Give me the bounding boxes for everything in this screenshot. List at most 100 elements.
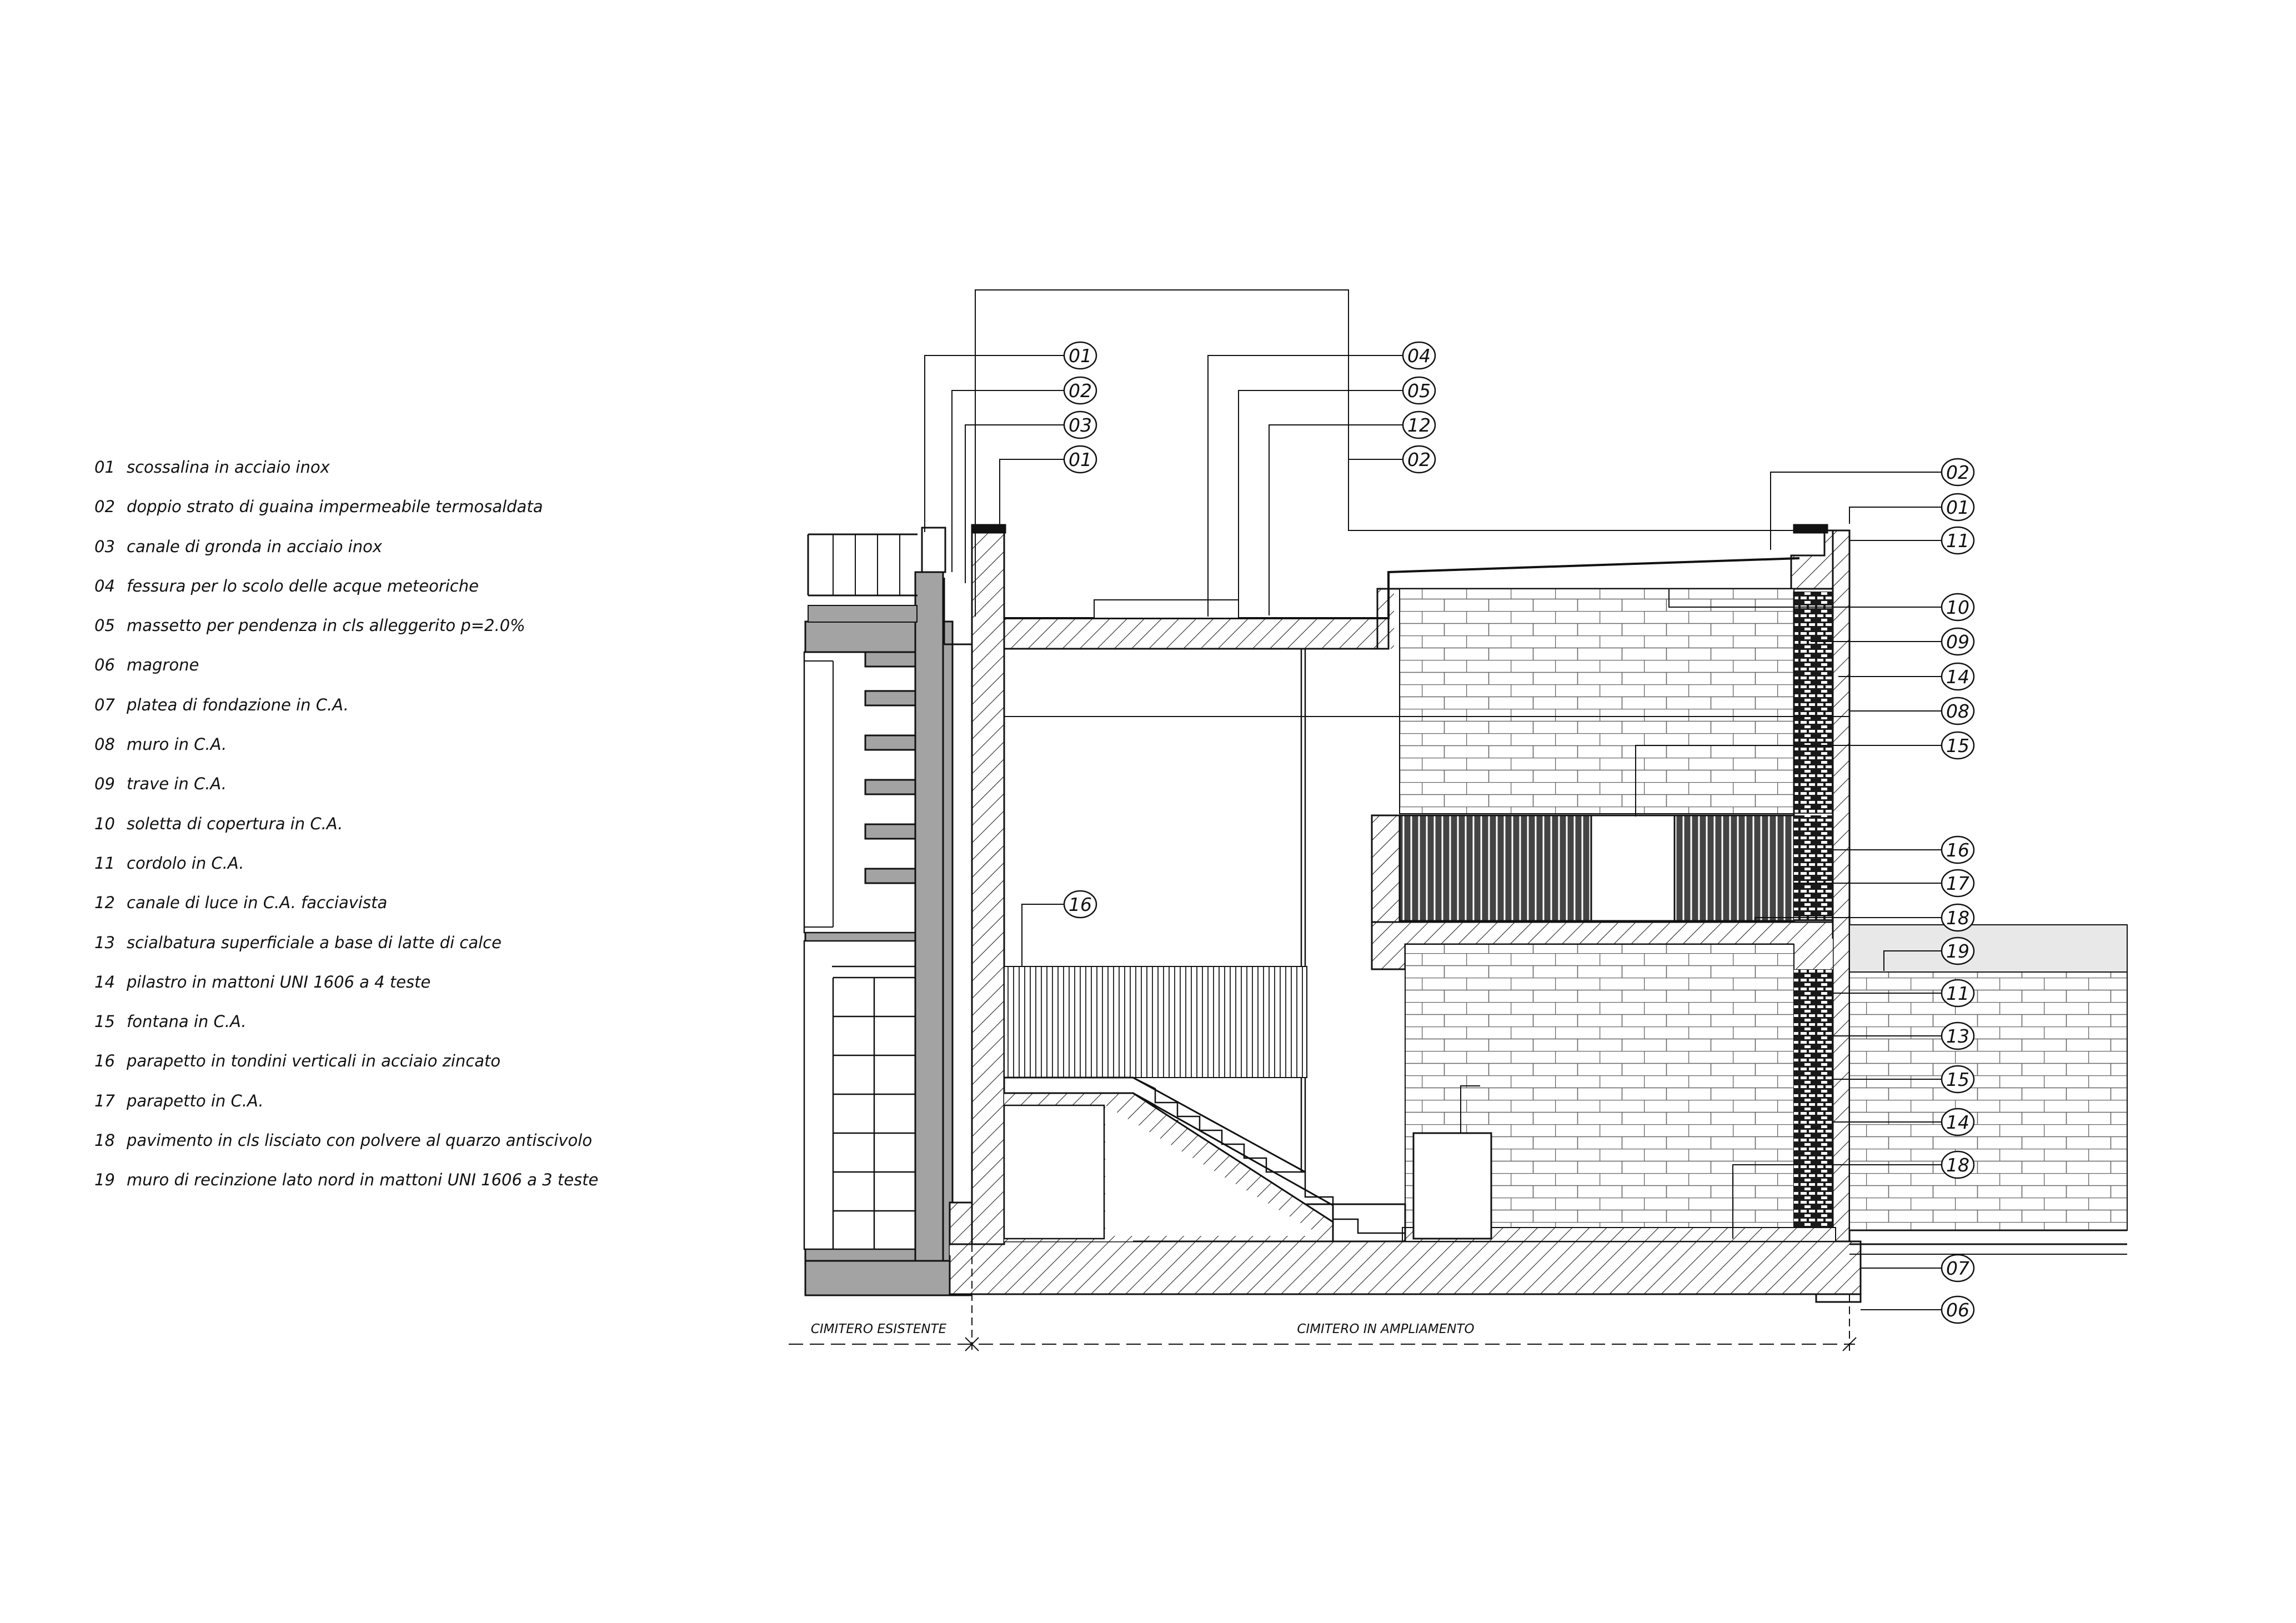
svg-text:01: 01 (1069, 345, 1092, 367)
legend-item: 11 cordolo in C.A. (94, 844, 598, 883)
legend-text: magrone (127, 655, 199, 675)
legend-text: massetto per pendenza in cls alleggerito… (127, 616, 525, 635)
callout: 01 (1941, 493, 1975, 522)
legend-number: 04 (94, 576, 115, 595)
svg-text:18: 18 (1946, 1154, 1969, 1176)
legend-item: 18 pavimento in cls lisciato con polvere … (94, 1121, 598, 1160)
legend-text: scossalina in acciaio inox (127, 458, 330, 477)
legend-item: 07 platea di fondazione in C.A. (94, 685, 598, 725)
legend-text: parapetto in C.A. (127, 1091, 264, 1110)
legend-number: 11 (94, 853, 115, 873)
svg-text:18: 18 (1946, 907, 1969, 929)
callout: 19 (1941, 936, 1975, 965)
callout: 03 (1063, 410, 1097, 439)
callout: 16 (1941, 835, 1975, 864)
legend-number: 09 (94, 774, 115, 794)
legend-text: canale di luce in C.A. facciavista (127, 893, 388, 913)
svg-text:15: 15 (1946, 735, 1969, 757)
callout: 04 (1402, 341, 1436, 370)
callout: 11 (1941, 979, 1975, 1008)
callout: 15 (1941, 1065, 1975, 1094)
dimension-label-extension: CIMITERO IN AMPLIAMENTO (1297, 1322, 1474, 1336)
svg-text:02: 02 (1407, 449, 1431, 470)
legend-item: 05 massetto per pendenza in cls alleggeri… (94, 606, 598, 645)
legend-number: 02 (94, 497, 115, 517)
callout: 14 (1941, 662, 1975, 691)
legend-text: parapetto in tondini verticali in acciai… (127, 1051, 501, 1071)
callout: 01 (1063, 341, 1097, 370)
legend-number: 06 (94, 655, 115, 675)
callout: 17 (1941, 869, 1975, 898)
legend-number: 14 (94, 972, 115, 991)
legend-text: pilastro in mattoni UNI 1606 a 4 teste (127, 972, 431, 991)
legend-number: 03 (94, 537, 115, 556)
svg-text:16: 16 (1946, 839, 1969, 861)
callout: 01 (1063, 445, 1097, 474)
legend-number: 16 (94, 1051, 115, 1071)
callout-bubbles: 01 02 03 01 04 05 12 02 16 02 01 11 10 0… (1063, 341, 1975, 1324)
svg-text:10: 10 (1946, 597, 1969, 618)
svg-text:14: 14 (1946, 666, 1969, 688)
svg-text:19: 19 (1946, 940, 1969, 962)
svg-text:09: 09 (1946, 631, 1969, 653)
dimension-label-existing: CIMITERO ESISTENTE (811, 1322, 947, 1336)
svg-text:04: 04 (1407, 345, 1431, 367)
legend-text: pavimento in cls lisciato con polvere al… (127, 1131, 593, 1150)
legend-item: 06 magrone (94, 645, 598, 685)
callout: 07 (1941, 1254, 1975, 1283)
callout: 13 (1941, 1021, 1975, 1050)
fence-wall (1849, 924, 2128, 1255)
callout: 16 (1063, 890, 1097, 919)
callout: 05 (1402, 376, 1436, 405)
legend-number: 19 (94, 1170, 115, 1190)
legend-number: 13 (94, 933, 115, 952)
legend-text: soletta di copertura in C.A. (127, 814, 343, 833)
legend-text: cordolo in C.A. (127, 853, 244, 873)
legend-item: 16 parapetto in tondini verticali in acci… (94, 1041, 598, 1081)
callout: 12 (1402, 410, 1436, 439)
svg-text:03: 03 (1069, 414, 1092, 436)
svg-text:01: 01 (1069, 449, 1092, 470)
svg-text:11: 11 (1946, 530, 1969, 552)
callout: 02 (1941, 458, 1975, 487)
callout: 08 (1941, 697, 1975, 725)
legend-number: 10 (94, 814, 115, 833)
legend-number: 08 (94, 735, 115, 754)
callout: 02 (1063, 376, 1097, 405)
svg-text:02: 02 (1069, 380, 1092, 402)
callout: 06 (1941, 1295, 1975, 1324)
legend-item: 10 soletta di copertura in C.A. (94, 804, 598, 844)
legend-number: 07 (94, 695, 115, 714)
legend-number: 05 (94, 616, 115, 635)
callout: 02 (1402, 445, 1436, 474)
svg-text:05: 05 (1407, 380, 1431, 402)
new-building-section (943, 524, 1862, 1303)
legend-number: 01 (94, 458, 115, 477)
callout: 15 (1941, 731, 1975, 760)
legend-text: trave in C.A. (127, 774, 227, 794)
svg-text:07: 07 (1946, 1258, 1969, 1279)
callout: 11 (1941, 526, 1975, 555)
svg-text:02: 02 (1946, 462, 1969, 483)
svg-text:17: 17 (1946, 873, 1969, 894)
legend-text: platea di fondazione in C.A. (127, 695, 349, 714)
svg-text:12: 12 (1407, 414, 1431, 436)
existing-building (803, 527, 972, 1296)
svg-text:13: 13 (1946, 1025, 1969, 1047)
svg-text:01: 01 (1946, 497, 1969, 518)
callout: 09 (1941, 627, 1975, 656)
svg-text:14: 14 (1946, 1111, 1969, 1133)
legend-item: 14 pilastro in mattoni UNI 1606 a 4 teste (94, 963, 598, 1002)
svg-text:08: 08 (1946, 700, 1969, 722)
legend-number: 18 (94, 1131, 115, 1150)
legend-number: 12 (94, 893, 115, 913)
